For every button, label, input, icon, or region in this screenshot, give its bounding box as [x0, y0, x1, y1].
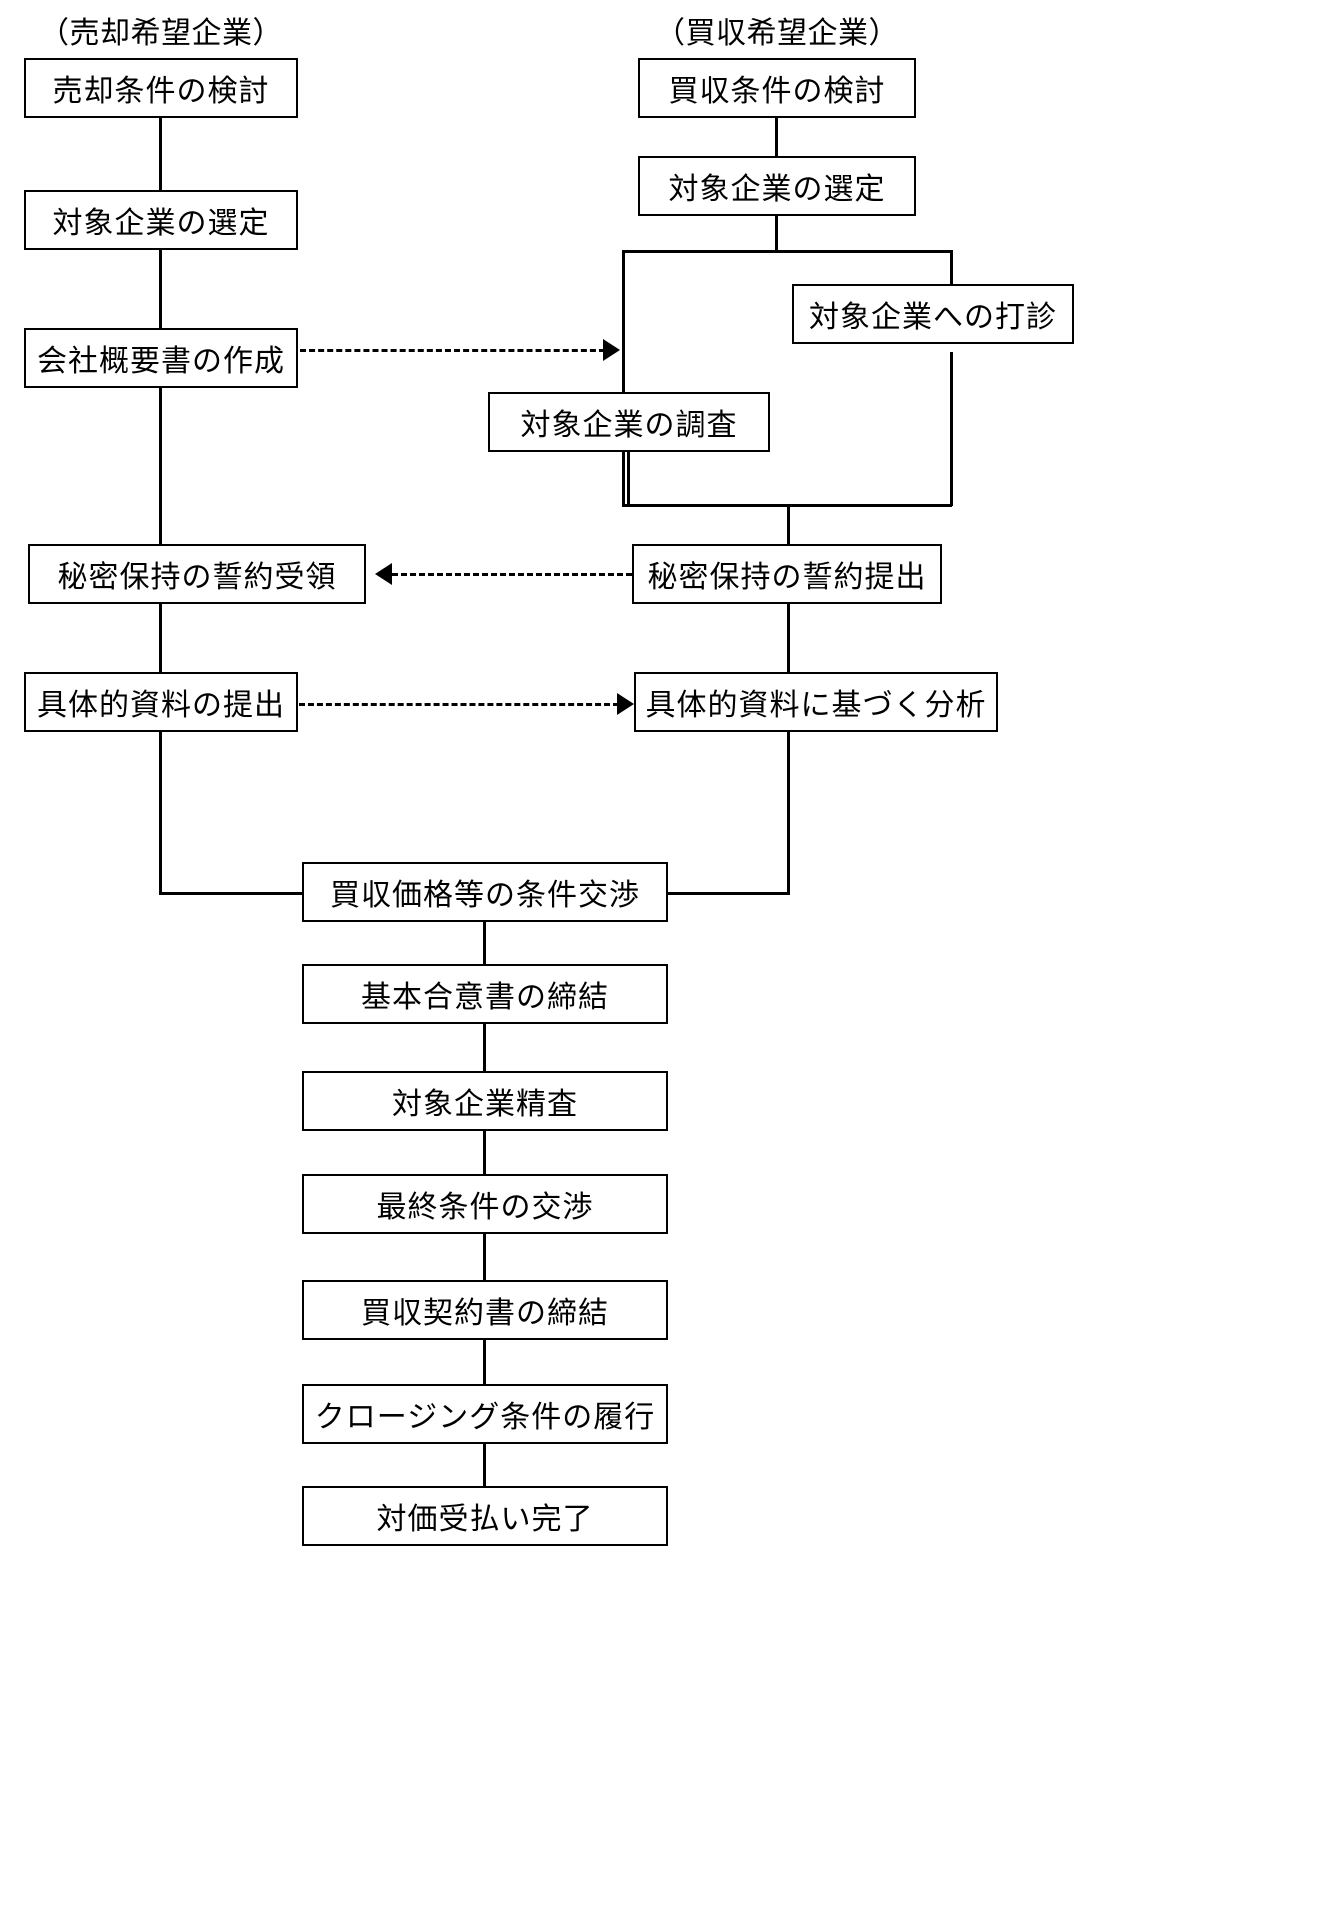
node-due-diligence[interactable]: 対象企業精査 — [302, 1071, 668, 1131]
edge-final-to-contract — [483, 1232, 486, 1282]
node-basic-agreement[interactable]: 基本合意書の締結 — [302, 964, 668, 1024]
edge-closing-to-payment — [483, 1442, 486, 1488]
node-seller-nda-receive[interactable]: 秘密保持の誓約受領 — [28, 544, 366, 604]
edge-buyer-select-to-split — [775, 214, 778, 252]
node-price-negotiation[interactable]: 買収価格等の条件交渉 — [302, 862, 668, 922]
node-purchase-contract[interactable]: 買収契約書の締結 — [302, 1280, 668, 1340]
edge-right-merge-rail — [666, 892, 790, 895]
edge-agreement-to-dd — [483, 1021, 486, 1073]
arrow-head-profile-to-buyer — [603, 339, 620, 361]
edge-buyer-research-down — [627, 452, 630, 506]
edge-buyer-split-bar — [622, 250, 952, 253]
node-seller-select[interactable]: 対象企業の選定 — [24, 190, 298, 250]
arrow-head-nda-to-seller — [375, 563, 392, 585]
node-buyer-nda-submit[interactable]: 秘密保持の誓約提出 — [632, 544, 942, 604]
edge-seller-nda-to-docs — [159, 602, 162, 674]
node-buyer-research[interactable]: 対象企業の調査 — [488, 392, 770, 452]
arrow-head-docs-to-analysis — [617, 693, 634, 715]
node-buyer-analysis[interactable]: 具体的資料に基づく分析 — [634, 672, 998, 732]
dashed-edge-nda-to-seller — [392, 573, 632, 576]
edge-dd-to-final — [483, 1128, 486, 1176]
edge-buyer-nda-to-analysis — [787, 602, 790, 674]
node-seller-terms[interactable]: 売却条件の検討 — [24, 58, 298, 118]
dashed-edge-docs-to-analysis — [299, 703, 619, 706]
dashed-edge-profile-to-buyer — [300, 349, 605, 352]
node-payment-complete[interactable]: 対価受払い完了 — [302, 1486, 668, 1546]
column-title-buyer: （買収希望企業） — [655, 17, 899, 50]
edge-buyer-rejoin-to-nda — [787, 504, 790, 546]
node-buyer-approach[interactable]: 対象企業への打診 — [792, 284, 1074, 344]
node-seller-docs-submit[interactable]: 具体的資料の提出 — [24, 672, 298, 732]
edge-buyer-split-left-leg — [622, 250, 625, 506]
edge-seller-docs-to-merge — [159, 732, 162, 894]
node-buyer-terms[interactable]: 買収条件の検討 — [638, 58, 916, 118]
node-buyer-select[interactable]: 対象企業の選定 — [638, 156, 916, 216]
edge-contract-to-closing — [483, 1338, 486, 1386]
edge-seller-terms-to-select — [159, 118, 162, 196]
edge-left-merge-rail — [159, 892, 304, 895]
edge-buyer-analysis-to-merge — [787, 732, 790, 894]
edge-buyer-approach-to-rejoin — [950, 352, 953, 506]
node-seller-profile[interactable]: 会社概要書の作成 — [24, 328, 298, 388]
node-final-negotiation[interactable]: 最終条件の交渉 — [302, 1174, 668, 1234]
column-title-seller: （売却希望企業） — [39, 17, 283, 50]
edge-seller-select-to-profile — [159, 248, 162, 330]
edge-seller-profile-to-nda — [159, 386, 162, 546]
node-closing-conditions[interactable]: クロージング条件の履行 — [302, 1384, 668, 1444]
edge-negotiation-to-agreement — [483, 920, 486, 966]
edge-buyer-terms-to-select — [775, 118, 778, 162]
edge-buyer-split-right-leg-top — [950, 250, 953, 284]
